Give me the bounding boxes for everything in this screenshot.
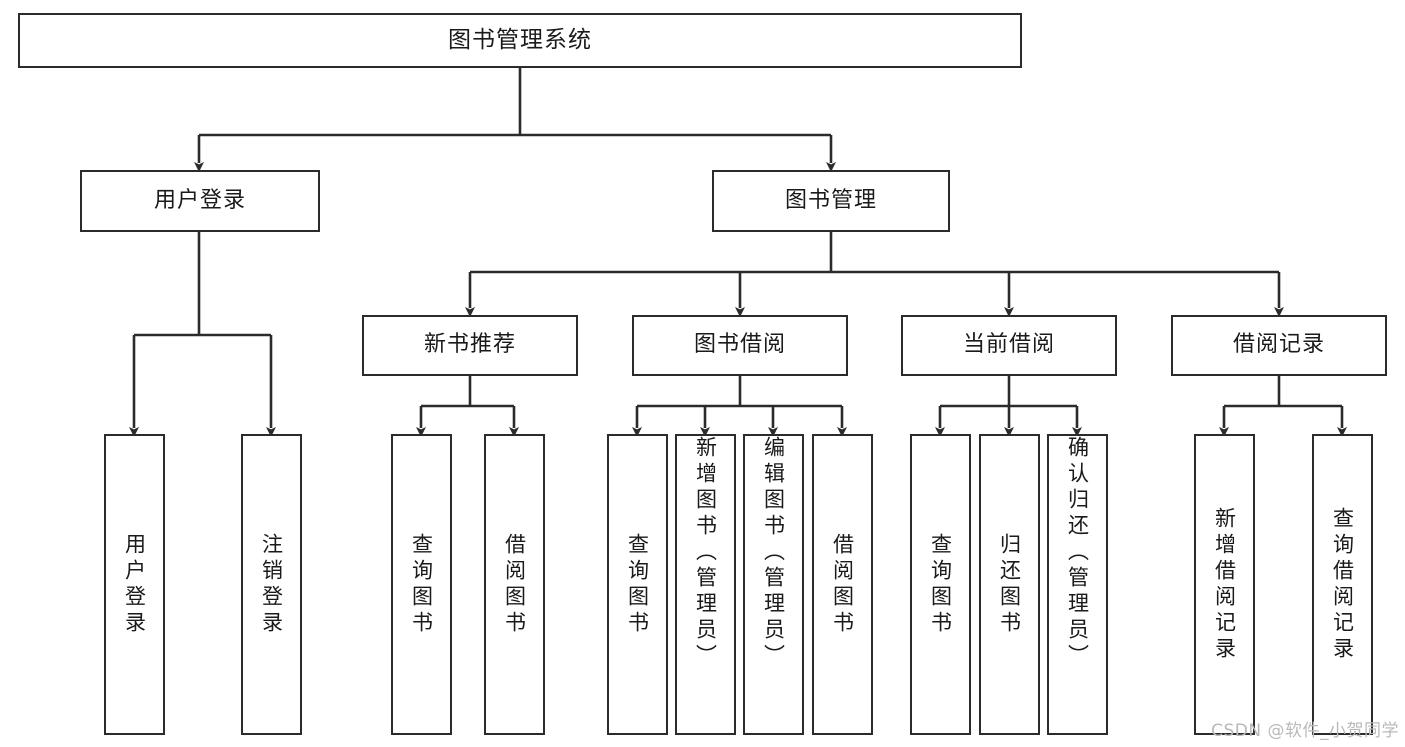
node-label: 注销登录	[259, 532, 284, 637]
node-user-login[interactable]: 用户登录	[80, 170, 320, 232]
node-new-book-recommend[interactable]: 新书推荐	[362, 315, 578, 376]
node-leaf-logout[interactable]: 注销登录	[241, 434, 302, 735]
node-label: 借阅图书	[502, 532, 527, 637]
node-root-system[interactable]: 图书管理系统	[18, 13, 1022, 68]
node-book-borrow[interactable]: 图书借阅	[632, 315, 848, 376]
node-leaf-confirm-return[interactable]: 确认归还（管理员）	[1047, 434, 1108, 735]
node-label: 编辑图书（管理员）	[761, 436, 786, 670]
node-label: 查询借阅记录	[1330, 506, 1355, 663]
node-label: 确认归还（管理员）	[1065, 436, 1090, 670]
node-label: 查询图书	[928, 532, 953, 637]
node-leaf-add-book[interactable]: 新增图书（管理员）	[675, 434, 736, 735]
node-label: 新增借阅记录	[1212, 506, 1237, 663]
watermark-text: CSDN @软件_小贺同学	[1211, 721, 1399, 741]
node-leaf-query-record[interactable]: 查询借阅记录	[1312, 434, 1373, 735]
node-leaf-borrow-book-1[interactable]: 借阅图书	[484, 434, 545, 735]
node-label: 查询图书	[625, 532, 650, 637]
node-label: 归还图书	[997, 532, 1022, 637]
node-leaf-query-book-1[interactable]: 查询图书	[391, 434, 452, 735]
node-leaf-edit-book[interactable]: 编辑图书（管理员）	[743, 434, 804, 735]
node-label: 新增图书（管理员）	[693, 436, 718, 670]
node-leaf-user-login[interactable]: 用户登录	[104, 434, 165, 735]
node-leaf-add-record[interactable]: 新增借阅记录	[1194, 434, 1255, 735]
node-leaf-borrow-book-2[interactable]: 借阅图书	[812, 434, 873, 735]
node-label: 查询图书	[409, 532, 434, 637]
node-current-borrow[interactable]: 当前借阅	[901, 315, 1117, 376]
node-book-manage[interactable]: 图书管理	[712, 170, 950, 232]
node-leaf-query-book-2[interactable]: 查询图书	[607, 434, 668, 735]
node-borrow-record[interactable]: 借阅记录	[1171, 315, 1387, 376]
node-leaf-query-book-3[interactable]: 查询图书	[910, 434, 971, 735]
node-label: 用户登录	[122, 532, 147, 637]
node-leaf-return-book[interactable]: 归还图书	[979, 434, 1040, 735]
node-label: 借阅图书	[830, 532, 855, 637]
